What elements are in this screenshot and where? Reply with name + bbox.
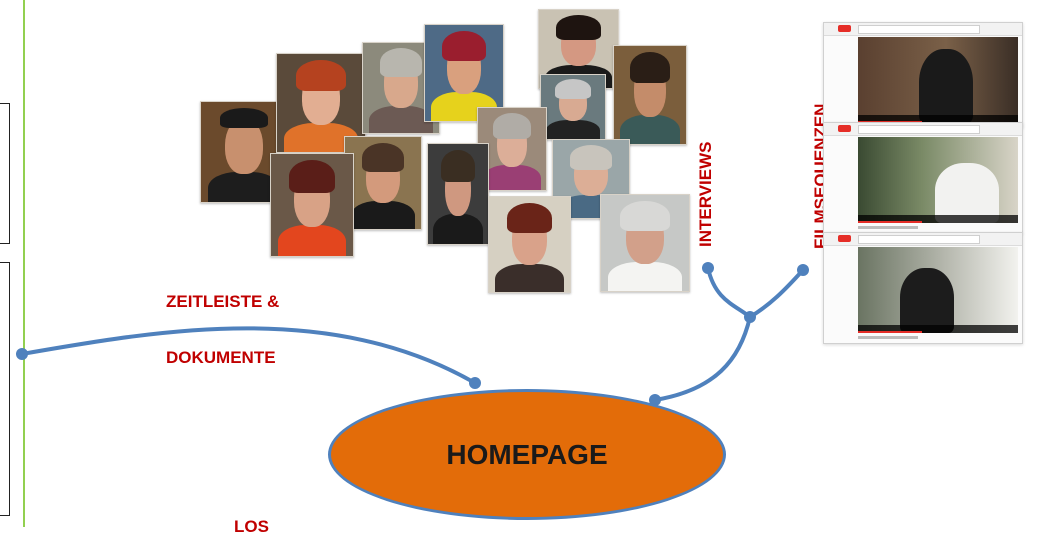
youtube-logo-icon [838, 125, 851, 132]
homepage-label[interactable]: HOMEPAGE [446, 438, 608, 470]
portrait-photo [613, 45, 687, 145]
portrait-photo [427, 143, 489, 245]
youtube-logo-icon [838, 235, 851, 242]
video-frame [858, 247, 1018, 333]
video-frame [858, 37, 1018, 123]
timeline-connector [20, 326, 477, 385]
portrait-photo [477, 107, 547, 191]
film-connector-a [748, 268, 805, 319]
portrait-photo [540, 74, 606, 140]
portrait-photo [600, 194, 690, 292]
search-field-icon [858, 125, 980, 134]
timeline-label-line2[interactable]: DOKUMENTE [166, 348, 276, 367]
homepage-hub[interactable]: HOMEPAGE [328, 389, 726, 520]
side-panel-bottom [0, 262, 10, 516]
portrait-photo [488, 196, 571, 293]
interviews-connector-a [706, 266, 752, 319]
portrait-photo [276, 53, 366, 153]
side-panel-top [0, 103, 10, 244]
portrait-photo [270, 153, 354, 257]
youtube-logo-icon [838, 25, 851, 32]
interviews-node [702, 262, 714, 274]
video-frame [858, 137, 1018, 223]
junction-node [744, 311, 756, 323]
hub-node-left [469, 377, 481, 389]
portrait-photo [344, 136, 422, 230]
page-margin-rule [23, 0, 25, 527]
search-field-icon [858, 235, 980, 244]
video-thumbnail[interactable] [823, 22, 1023, 128]
los-label-partial: LOS [234, 517, 269, 536]
timeline-node [16, 348, 28, 360]
timeline-label-line1[interactable]: ZEITLEISTE & [166, 292, 280, 311]
video-thumbnail[interactable] [823, 122, 1023, 234]
portrait-photo [424, 24, 504, 122]
search-field-icon [858, 25, 980, 34]
media-trunk-connector [653, 315, 752, 402]
video-thumbnail[interactable] [823, 232, 1023, 344]
film-node [797, 264, 809, 276]
interviews-label[interactable]: INTERVIEWS [696, 141, 715, 247]
